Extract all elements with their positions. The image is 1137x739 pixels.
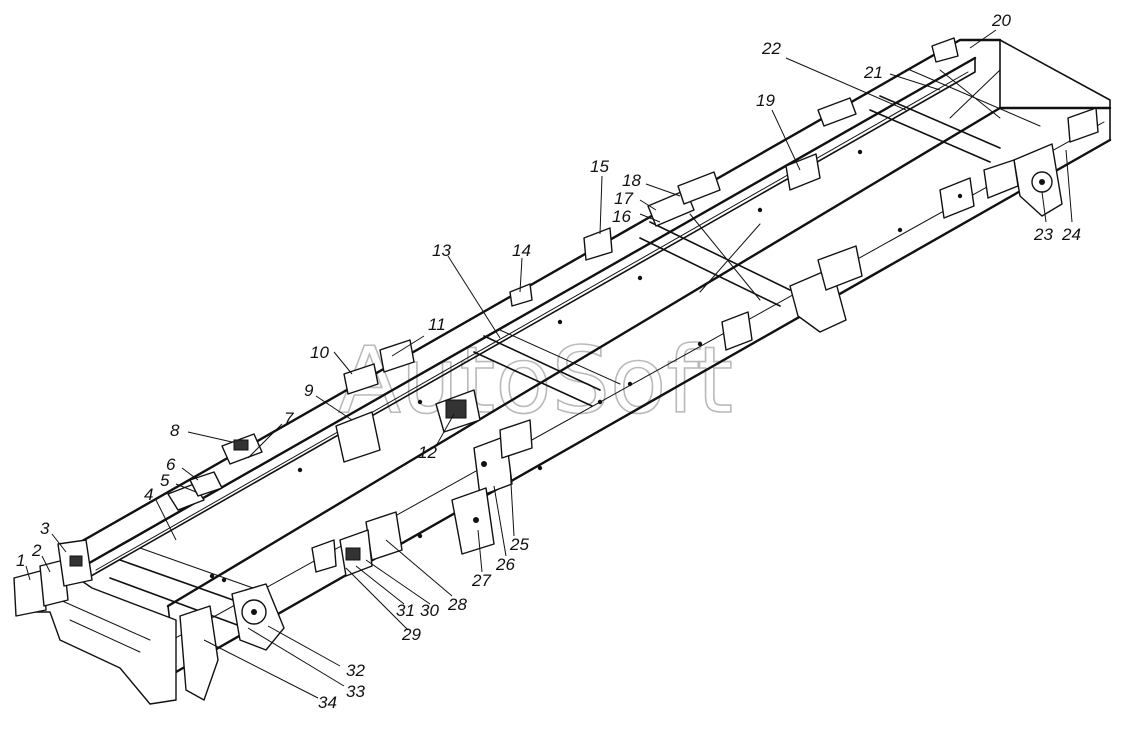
callout-27: 27 xyxy=(471,571,491,590)
callout-24: 24 xyxy=(1061,225,1081,244)
callout-33: 33 xyxy=(346,682,365,701)
callout-5: 5 xyxy=(160,471,170,490)
callout-9: 9 xyxy=(304,381,314,400)
callout-28: 28 xyxy=(447,595,467,614)
callout-31: 31 xyxy=(396,601,415,620)
callout-labels: 1 2 3 4 5 6 7 8 9 10 11 12 13 14 15 16 1… xyxy=(16,11,1081,712)
right-side-member xyxy=(68,38,1002,581)
callout-32: 32 xyxy=(346,661,365,680)
callout-16: 16 xyxy=(612,207,631,226)
callout-17: 17 xyxy=(614,189,633,208)
callout-11: 11 xyxy=(428,315,446,334)
callout-20: 20 xyxy=(991,11,1011,30)
callout-14: 14 xyxy=(512,241,531,260)
callout-19: 19 xyxy=(756,91,775,110)
callout-25: 25 xyxy=(509,535,529,554)
callout-13: 13 xyxy=(432,241,451,260)
callout-23: 23 xyxy=(1033,225,1053,244)
callout-6: 6 xyxy=(166,455,176,474)
callout-2: 2 xyxy=(31,541,42,560)
callout-1: 1 xyxy=(16,551,25,570)
callout-10: 10 xyxy=(310,343,329,362)
callout-30: 30 xyxy=(420,601,439,620)
leader-lines xyxy=(25,29,1073,699)
callout-4: 4 xyxy=(144,485,153,504)
callout-21: 21 xyxy=(863,63,883,82)
callout-15: 15 xyxy=(590,157,609,176)
callout-26: 26 xyxy=(495,555,515,574)
callout-18: 18 xyxy=(622,171,641,190)
callout-12: 12 xyxy=(418,443,437,462)
callout-3: 3 xyxy=(40,519,50,538)
rivet-holes xyxy=(209,149,963,583)
callout-34: 34 xyxy=(318,693,337,712)
callout-22: 22 xyxy=(761,39,781,58)
callout-8: 8 xyxy=(170,421,180,440)
callout-29: 29 xyxy=(401,625,421,644)
callout-7: 7 xyxy=(284,409,294,428)
brackets xyxy=(13,37,1099,701)
